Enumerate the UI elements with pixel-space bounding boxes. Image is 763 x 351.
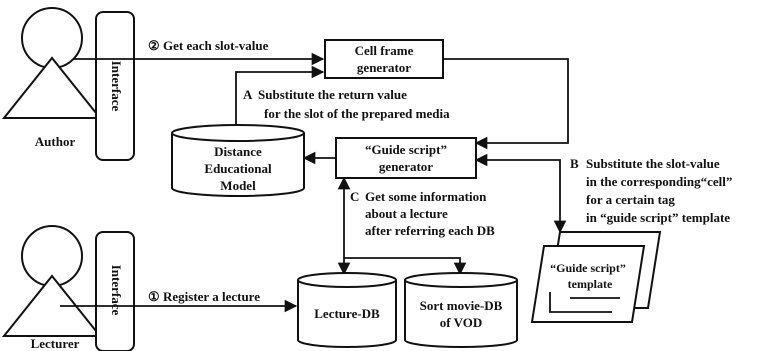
distance-model-line-3: Model xyxy=(220,178,256,193)
template-inner-mark xyxy=(549,292,612,313)
lecturer-interface xyxy=(95,231,135,351)
annotation-substitute-slot-3: for a certain tag xyxy=(586,192,675,207)
guide-gen-line-1: “Guide script” xyxy=(365,142,447,157)
sort-movie-db-top xyxy=(404,272,518,288)
annotation-substitute-slot-1: Substitute the slot-value xyxy=(586,156,720,171)
author-actor: Author xyxy=(1,7,103,149)
arrow-guide-gen-template xyxy=(474,153,567,234)
annotation-get-slot: Get each slot-value xyxy=(163,38,269,53)
annotation-get-info-2: about a lecture xyxy=(365,206,448,221)
distance-model-line-1: Distance xyxy=(214,144,262,159)
lecturer-actor: Lecturer xyxy=(1,225,103,351)
marker-substitute-slot: B xyxy=(570,156,579,171)
template-line-1: “Guide script” xyxy=(550,261,626,275)
sort-movie-db: Sort movie-DB of VOD xyxy=(404,272,518,348)
annotation-substitute-slot-2: in the corresponding“cell” xyxy=(586,174,732,189)
template-line-2: template xyxy=(568,277,613,291)
annotation-get-info-3: after referring each DB xyxy=(365,223,495,238)
lecture-db-label: Lecture-DB xyxy=(314,306,380,321)
author-body xyxy=(1,56,103,119)
arrow-model-to-cell-frame xyxy=(235,65,325,125)
cell-frame-line-2: generator xyxy=(357,60,411,75)
sort-movie-db-line-1: Sort movie-DB xyxy=(420,298,503,313)
annotation-substitute-slot-4: in “guide script” template xyxy=(586,210,730,225)
sort-movie-db-body xyxy=(404,280,518,348)
marker-get-info: C xyxy=(350,189,359,204)
annotation-substitute-return-2: for the slot of the prepared media xyxy=(264,106,450,121)
cell-frame-line-1: Cell frame xyxy=(355,43,414,58)
lecture-db: Lecture-DB xyxy=(297,272,397,348)
marker-register: ① xyxy=(148,289,160,304)
lecture-db-body xyxy=(297,280,397,348)
author-interface xyxy=(95,11,135,161)
sort-movie-db-line-2: of VOD xyxy=(440,315,482,330)
cell-frame-generator-box xyxy=(324,39,444,79)
annotation-register: Register a lecture xyxy=(163,289,260,304)
guide-script-template: “Guide script” template xyxy=(530,231,662,323)
arrow-cell-frame-to-guide-gen xyxy=(443,58,569,150)
lecturer-label: Lecturer xyxy=(31,336,80,351)
marker-get-slot: ② xyxy=(148,38,160,53)
marker-substitute-return: A xyxy=(243,87,253,102)
lecture-db-top xyxy=(297,272,397,288)
guide-script-generator-box xyxy=(335,137,477,179)
annotation-get-info-1: Get some information xyxy=(365,189,487,204)
distance-model-db: Distance Educational Model xyxy=(171,124,305,197)
lecturer-interface-label: Interface xyxy=(109,265,124,316)
annotation-substitute-return-1: Substitute the return value xyxy=(258,87,407,102)
author-label: Author xyxy=(35,134,76,149)
guide-gen-line-2: generator xyxy=(379,159,433,174)
template-sheet-front xyxy=(530,245,646,323)
author-interface-label: Interface xyxy=(109,61,124,112)
distance-model-body xyxy=(171,133,305,197)
arrow-to-sort-movie-db xyxy=(344,257,467,276)
distance-model-top xyxy=(171,124,305,142)
distance-model-line-2: Educational xyxy=(204,161,272,176)
